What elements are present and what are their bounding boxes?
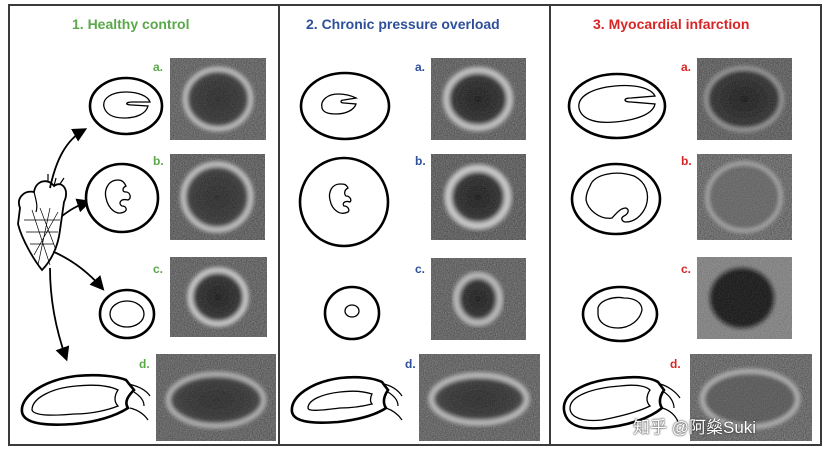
diagram-3a-lv-short-axis [567,72,667,140]
label-1a: a. [153,60,164,74]
diagram-1a-lv-short-axis [88,76,164,136]
panel-3-title: 3. Myocardial infarction [593,16,750,32]
label-2d: d. [405,357,416,371]
diagram-1b-lv-short-axis [84,162,160,234]
label-3b: b. [681,154,692,168]
label-3c: c. [681,262,692,276]
echo-3b [697,154,792,240]
heart-sketch [17,128,105,362]
label-1b: b. [153,154,164,168]
diagram-2d-lv-long-axis [290,375,403,424]
label-2a: a. [415,60,426,74]
label-1c: c. [153,262,164,276]
echo-3a [697,58,792,140]
diagram-1c-lv-short-axis [98,288,156,340]
panel-2-title: 2. Chronic pressure overload [306,16,500,32]
label-3d: d. [670,357,681,371]
diagram-2b-lv-short-axis [298,156,390,248]
echo-1d [156,354,276,441]
label-2c: c. [415,262,426,276]
diagram-2a-lv-short-axis [299,71,391,141]
echo-2d [419,354,540,441]
echo-2a [431,58,526,140]
echo-3c [697,257,792,339]
echo-3d [690,354,812,441]
label-3a: a. [681,60,692,74]
diagram-3c-lv-short-axis [581,285,659,343]
echo-1b [170,154,265,240]
echo-2b [431,154,526,240]
echo-2c [431,258,526,340]
diagram-2c-lv-short-axis [323,285,381,341]
diagram-3b-lv-short-axis [570,162,662,236]
panel-1-title: 1. Healthy control [72,16,190,32]
diagram-3d-lv-long-axis [562,375,681,430]
echo-1a [170,58,266,140]
label-1d: d. [139,357,150,371]
echo-1c [170,257,267,337]
label-2b: b. [415,154,426,168]
diagram-1d-lv-long-axis [20,373,151,426]
watermark: 知乎 @阿燊Suki [633,418,757,437]
